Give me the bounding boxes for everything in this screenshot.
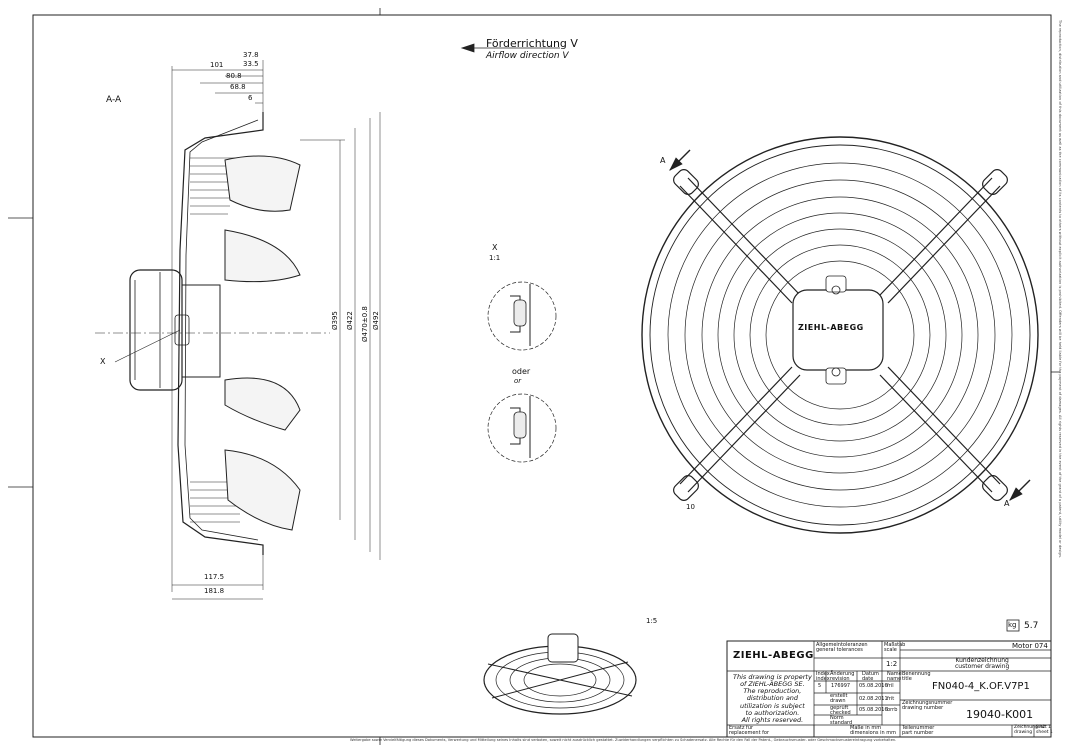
dim-37-8: 37.8 [243, 51, 259, 59]
dim-33-5: 33.5 [243, 60, 259, 68]
detail-alt-de: oder [512, 367, 531, 376]
motor-hub [181, 284, 221, 378]
tb-hdr-change: Änderung revision [830, 671, 855, 682]
dim-181-8: 181.8 [204, 587, 225, 595]
detail-view-1 [487, 281, 557, 351]
motor-terminal [174, 314, 190, 346]
tb-row-change: 176997 [831, 683, 851, 689]
tb-hdr-index: Index index [816, 671, 830, 682]
dim-117-5: 117.5 [204, 573, 225, 581]
dim-80-8: 80.8 [226, 72, 242, 80]
guard-ring-outer [641, 136, 1039, 534]
tb-drawn: erstellt drawn [830, 693, 848, 704]
tb-designation: FN040-4_K.OF.V7P1 [932, 681, 1030, 692]
tb-drawn-date: 02.08.2011 [859, 696, 888, 702]
weight-box [1006, 619, 1020, 632]
mounting-arms [673, 169, 1008, 501]
tb-replacement: Ersatz für replacement for [729, 725, 770, 736]
tb-scale-head: Maßstab scale [884, 642, 906, 653]
detail-scale: 1:1 [489, 254, 501, 262]
guard-inner-outline [184, 119, 259, 541]
motor-housing [129, 269, 183, 391]
tb-row-date: 05.08.2016 [859, 683, 888, 689]
airflow-label-de: Förderrichtung V [486, 37, 578, 50]
section-marker-top: A [660, 156, 666, 165]
tb-row-index: 5 [818, 683, 822, 689]
title-logo: ZIEHL-ABEGG [733, 650, 814, 661]
tb-checked-date: 05.08.2016 [859, 707, 888, 713]
detail-label: X [492, 243, 498, 252]
iso-scale: 1:5 [646, 617, 658, 625]
dim-101: 101 [210, 61, 224, 69]
title-block [726, 640, 1052, 738]
tb-sheet-no: Blatt 1 sheet 1 [1036, 725, 1053, 735]
tb-part-no: Teilenummer part number [902, 725, 935, 736]
dim-d395: Ø395 [331, 311, 339, 330]
tb-drawn-name: frit [887, 696, 895, 702]
tb-sheet-size: Zeichnung A2 drawing [1014, 725, 1046, 735]
tb-tolerances: Allgemeintoleranzen general tolerances [816, 642, 868, 653]
tb-scale-value: 1:2 [886, 660, 898, 668]
tb-hdr-name: Name name [887, 671, 902, 682]
blade-upper [224, 229, 301, 283]
dim-d492: Ø492 [372, 311, 380, 330]
detail-x-leader [114, 329, 181, 363]
tb-checked-name: brrb [887, 707, 898, 713]
section-label: A-A [106, 95, 122, 105]
side-note: The reproduction, distribution and utili… [1058, 20, 1062, 558]
front-brand-label: ZIEHL-ABEGG [798, 323, 864, 332]
footer-note: Weitergabe sowie Vervielfältigung dieses… [350, 738, 897, 742]
tb-norm: Norm standard [830, 715, 853, 726]
tb-property-note: This drawing is property of ZIEHL-ABEGG … [733, 673, 812, 724]
side-section-view [95, 112, 330, 555]
dim-angle: 10 [686, 503, 695, 511]
guard-rings [667, 162, 1013, 508]
blade-top [224, 155, 301, 212]
blade-bottom [224, 449, 301, 531]
tb-row-name: fril [887, 683, 894, 689]
isometric-view [483, 633, 637, 715]
tb-drawing-no: 19040-K001 [966, 708, 1034, 721]
tb-dims-note: Maße in mm dimensions in mm [850, 725, 896, 736]
airflow-label-en: Airflow direction V [486, 51, 569, 61]
tb-hdr-date: Datum date [862, 671, 879, 682]
detail-alt-en: or [514, 377, 522, 385]
tb-designation-head: Benennung title [902, 671, 931, 682]
tb-drawing-no-head: Zeichnungsnummer drawing number [902, 700, 953, 711]
blade-lower [224, 377, 301, 431]
section-marker-bottom: A [1004, 499, 1010, 508]
dimension-lines [171, 60, 381, 600]
sheet-border [32, 14, 1052, 738]
weight-unit: kg [1008, 621, 1017, 629]
guard-outline [177, 112, 264, 555]
dim-6: 6 [248, 94, 253, 102]
dim-68-8: 68.8 [230, 83, 246, 91]
front-view [641, 136, 1039, 534]
weight-value: 5.7 [1024, 621, 1039, 631]
tb-doc-type: Kundenzeichnung customer drawing [955, 657, 1010, 670]
dim-d470: Ø470±0.8 [361, 306, 369, 342]
dim-d422: Ø422 [346, 311, 354, 330]
tb-checked: geprüft checked [830, 705, 851, 716]
x-marker: X [100, 357, 106, 366]
detail-view-2 [487, 393, 557, 463]
tb-motor: Motor 074 [1012, 642, 1048, 650]
